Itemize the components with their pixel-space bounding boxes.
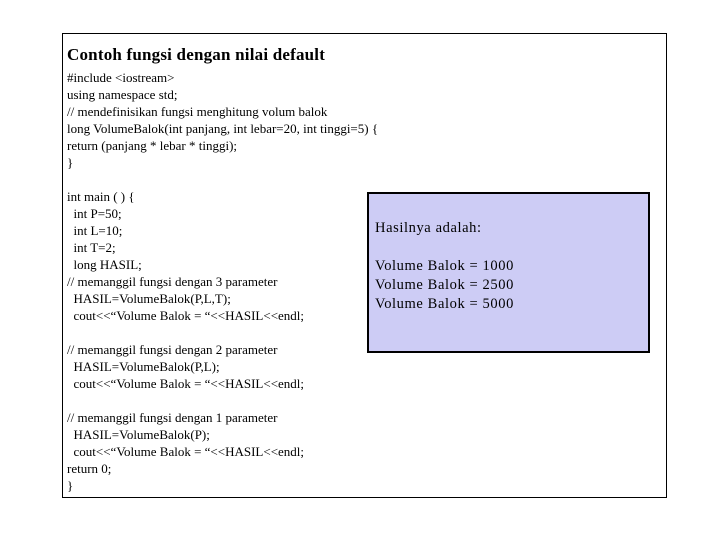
slide-content-frame: Contoh fungsi dengan nilai default #incl… [62, 33, 667, 498]
code-line: long VolumeBalok(int panjang, int lebar=… [67, 121, 379, 136]
code-line: // memanggil fungsi dengan 1 parameter [67, 410, 278, 425]
code-line: } [67, 155, 74, 170]
code-line: using namespace std; [67, 87, 178, 102]
output-heading: Hasilnya adalah: [375, 220, 482, 236]
code-line: int T=2; [67, 240, 116, 255]
code-line [67, 171, 378, 188]
code-line [67, 324, 378, 341]
code-line [67, 392, 378, 409]
code-line: HASIL=VolumeBalok(P); [67, 427, 210, 442]
output-result-line: Volume Balok = 2500 [375, 277, 514, 293]
code-line: int P=50; [67, 206, 122, 221]
code-line: HASIL=VolumeBalok(P,L); [67, 359, 220, 374]
code-listing: #include <iostream> using namespace std;… [67, 69, 378, 494]
code-line: cout<<“Volume Balok = “<<HASIL<<endl; [67, 308, 305, 323]
slide-title: Contoh fungsi dengan nilai default [67, 45, 326, 64]
code-line: // memanggil fungsi dengan 3 parameter [67, 274, 278, 289]
code-line: return (panjang * lebar * tinggi); [67, 138, 238, 153]
code-line: int L=10; [67, 223, 123, 238]
code-line: HASIL=VolumeBalok(P,L,T); [67, 291, 231, 306]
output-result-line: Volume Balok = 1000 [375, 258, 514, 274]
code-line: // mendefinisikan fungsi menghitung volu… [67, 104, 328, 119]
code-line: cout<<“Volume Balok = “<<HASIL<<endl; [67, 376, 305, 391]
code-line: cout<<“Volume Balok = “<<HASIL<<endl; [67, 444, 305, 459]
code-line: #include <iostream> [67, 70, 175, 85]
code-line: return 0; [67, 461, 112, 476]
code-line: long HASIL; [67, 257, 142, 272]
code-line: // memanggil fungsi dengan 2 parameter [67, 342, 278, 357]
output-result-line: Volume Balok = 5000 [375, 296, 514, 312]
program-output-box: Hasilnya adalah: Volume Balok = 1000 Vol… [367, 192, 650, 353]
output-results: Volume Balok = 1000 Volume Balok = 2500 … [375, 257, 648, 314]
code-line: } [67, 478, 74, 493]
code-line: int main ( ) { [67, 189, 135, 204]
